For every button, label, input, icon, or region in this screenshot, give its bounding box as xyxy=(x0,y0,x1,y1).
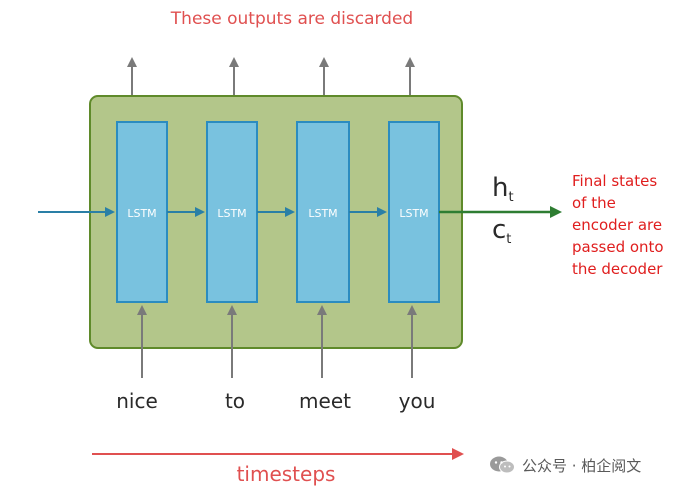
encoder-container xyxy=(89,95,463,349)
discarded-outputs-note: These outputs are discarded xyxy=(170,9,413,29)
hidden-state-label: ht xyxy=(492,173,514,205)
input-arrows xyxy=(137,305,417,378)
lstm-cell-1: LSTM xyxy=(116,121,168,303)
lstm-cell-label: LSTM xyxy=(399,207,428,220)
final-note-line: of the xyxy=(572,194,616,212)
input-word: you xyxy=(399,389,436,413)
watermark: 公众号 · 柏企阅文 xyxy=(488,452,641,478)
input-word: nice xyxy=(116,389,158,413)
lstm-cell-2: LSTM xyxy=(206,121,258,303)
input-word: meet xyxy=(299,389,351,413)
lstm-cell-label: LSTM xyxy=(308,207,337,220)
lstm-cell-4: LSTM xyxy=(388,121,440,303)
final-note-line: encoder are xyxy=(572,216,662,234)
timesteps-label: timesteps xyxy=(237,462,336,486)
watermark-text: 公众号 · 柏企阅文 xyxy=(522,456,642,475)
cell-state-label: ct xyxy=(492,215,511,247)
lstm-cell-label: LSTM xyxy=(217,207,246,220)
lstm-cell-label: LSTM xyxy=(127,207,156,220)
final-note-line: passed onto xyxy=(572,238,664,256)
final-states-note: Final states of the encoder are passed o… xyxy=(572,172,664,278)
final-note-line: the decoder xyxy=(572,260,663,278)
input-words: nice to meet you xyxy=(116,389,435,413)
wechat-icon xyxy=(490,456,515,474)
lstm-cell-3: LSTM xyxy=(296,121,350,303)
input-word: to xyxy=(225,389,245,413)
final-note-line: Final states xyxy=(572,172,657,190)
